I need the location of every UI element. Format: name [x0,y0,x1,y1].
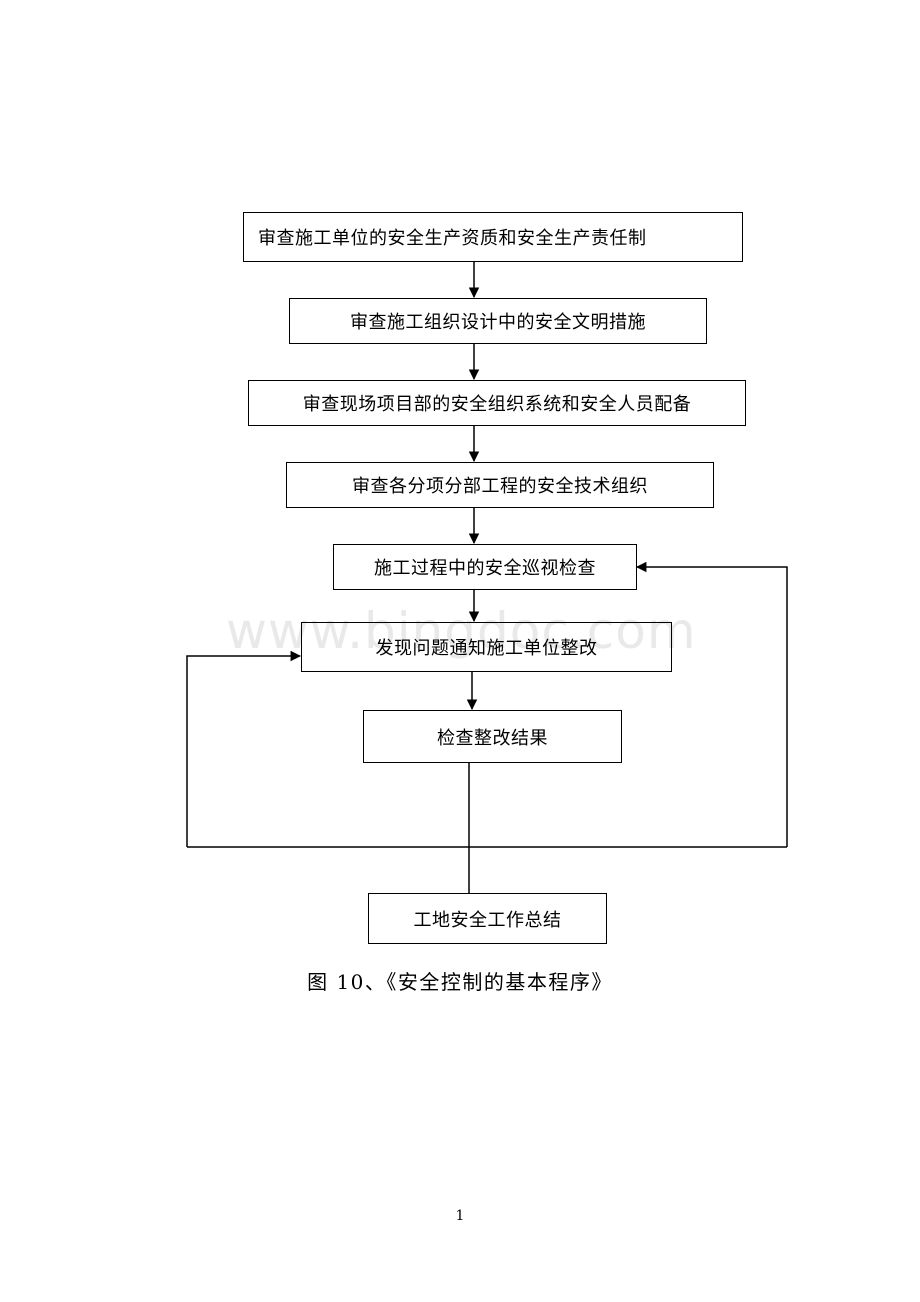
figure-caption: 图 10、《安全控制的基本程序》 [307,970,613,994]
step-7-box: 检查整改结果 [363,710,622,763]
feedback-left-loop [186,650,302,847]
page-number: 1 [455,1208,465,1224]
step-2-box: 审查施工组织设计中的安全文明措施 [289,298,707,344]
step-3-box: 审查现场项目部的安全组织系统和安全人员配备 [248,380,746,426]
step-5-box: 施工过程中的安全巡视检查 [333,544,637,590]
step-6-box: 发现问题通知施工单位整改 [301,622,672,672]
step-8-box: 工地安全工作总结 [368,893,607,944]
step-1-box: 审查施工单位的安全生产资质和安全生产责任制 [243,212,743,262]
feedback-right-loop [635,561,788,847]
step-4-box: 审查各分项分部工程的安全技术组织 [286,462,714,508]
watermark: www.bingdoc.com [226,602,697,660]
